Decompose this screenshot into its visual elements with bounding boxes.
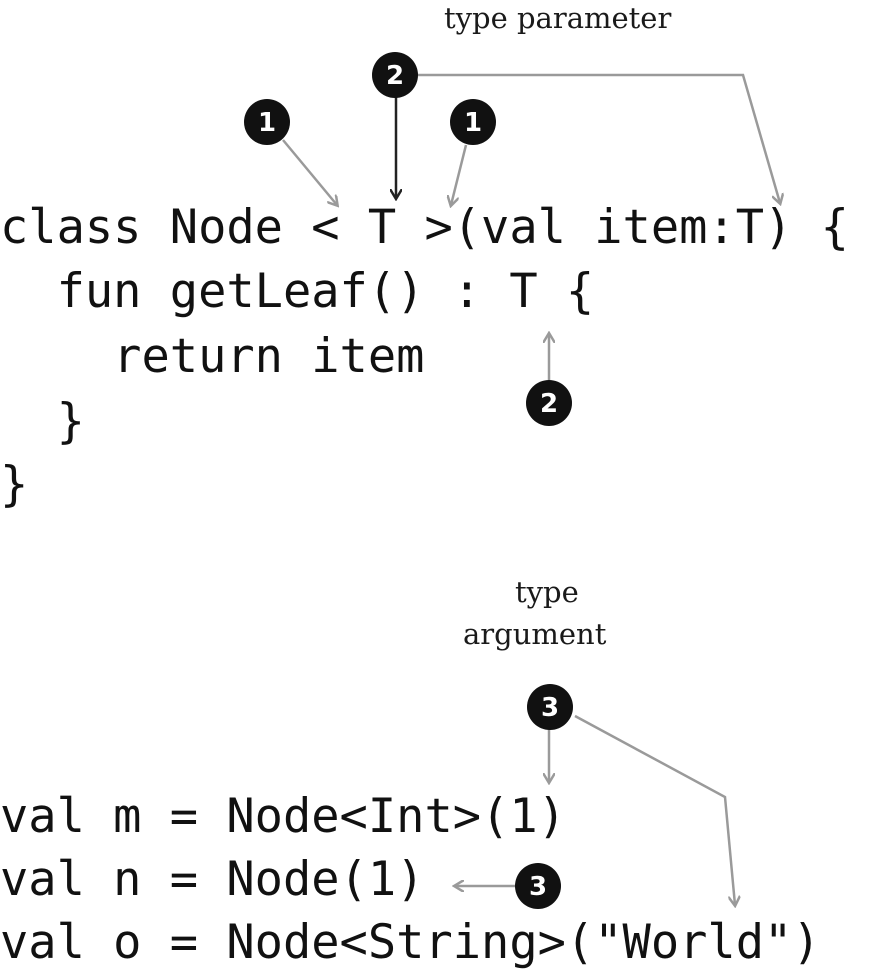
arrow-3-long xyxy=(574,714,735,905)
badge-3-top: 3 xyxy=(527,684,573,730)
class-code-line-1: class Node < T >(val item:T) { xyxy=(0,200,849,255)
class-code-line-2: fun getLeaf() : T { xyxy=(0,264,595,319)
type-parameter-label: type parameter xyxy=(444,1,672,35)
badge-3-top-label: 3 xyxy=(541,693,559,723)
class-code-line-3: return item xyxy=(0,329,425,384)
class-code-line-4: } xyxy=(0,394,85,449)
badge-1-left-label: 1 xyxy=(258,108,276,138)
badge-2-bottom-label: 2 xyxy=(540,389,558,419)
class-code-line-5: } xyxy=(0,457,29,512)
badge-3-bottom: 3 xyxy=(515,863,561,909)
type-argument-label-line2: argument xyxy=(463,617,607,651)
badge-1-left: 1 xyxy=(244,99,290,145)
badge-1-right-label: 1 xyxy=(464,108,482,138)
badge-2-bottom: 2 xyxy=(526,380,572,426)
badge-3-bottom-label: 3 xyxy=(529,872,547,902)
arrow-1-right xyxy=(451,144,468,205)
badge-2-top-label: 2 xyxy=(386,61,404,91)
badge-1-right: 1 xyxy=(450,99,496,145)
type-argument-label-line1: type xyxy=(515,575,579,609)
arrow-2-right xyxy=(416,73,780,203)
usage-code-line-m: val m = Node<Int>(1) xyxy=(0,789,566,844)
badge-2-top: 2 xyxy=(372,52,418,98)
arrow-1-left xyxy=(282,139,337,205)
usage-code-line-n: val n = Node(1) xyxy=(0,852,425,907)
usage-code-line-o: val o = Node<String>("World") xyxy=(0,915,821,970)
